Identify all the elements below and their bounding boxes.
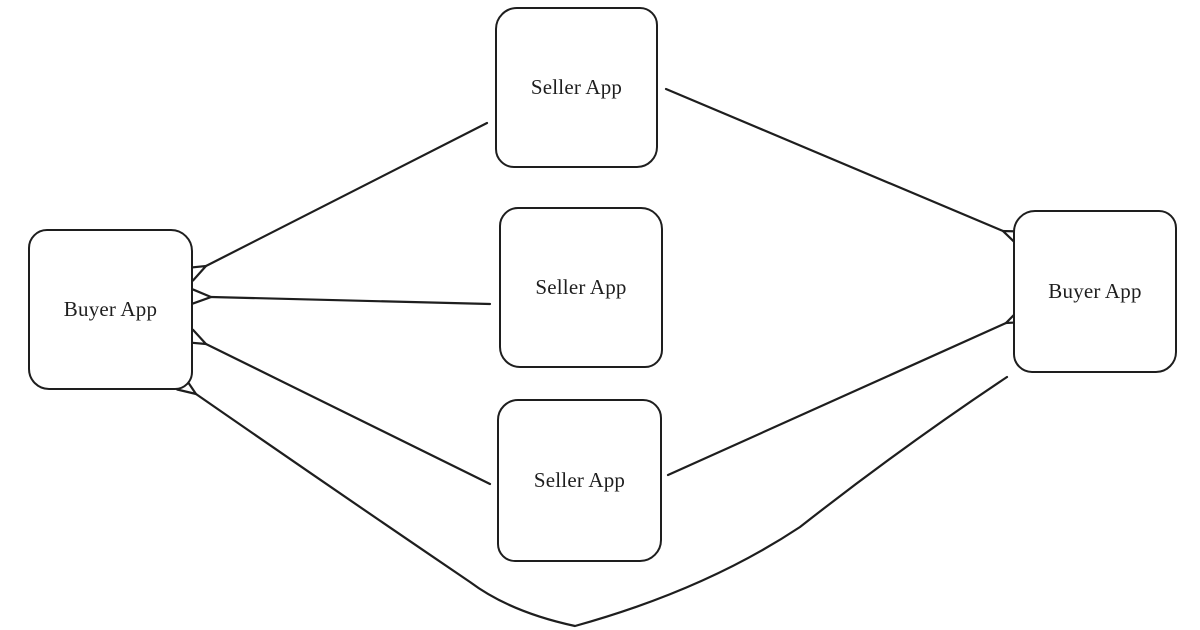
node-seller-top-label: Seller App — [530, 75, 623, 99]
arrow-seller-bottom-to-buyer-right — [666, 323, 1006, 477]
node-buyer-left-label: Buyer App — [63, 297, 158, 321]
arrow-seller-middle-to-buyer-left — [211, 297, 492, 306]
node-buyer-right-label: Buyer App — [1048, 279, 1142, 303]
node-seller-bottom: Seller App — [497, 399, 662, 562]
node-seller-middle-label: Seller App — [535, 275, 627, 299]
node-buyer-left: Buyer App — [28, 229, 193, 390]
node-buyer-right: Buyer App — [1013, 210, 1177, 373]
node-seller-top: Seller App — [495, 7, 658, 168]
arrow-buyer-right-to-buyer-left-curve — [196, 375, 1009, 628]
node-seller-bottom-label: Seller App — [533, 468, 626, 492]
arrow-seller-top-to-buyer-left — [206, 121, 489, 266]
arrow-seller-top-to-buyer-right — [664, 87, 1003, 231]
node-seller-middle: Seller App — [499, 207, 663, 368]
arrow-seller-bottom-to-buyer-left — [206, 344, 492, 486]
